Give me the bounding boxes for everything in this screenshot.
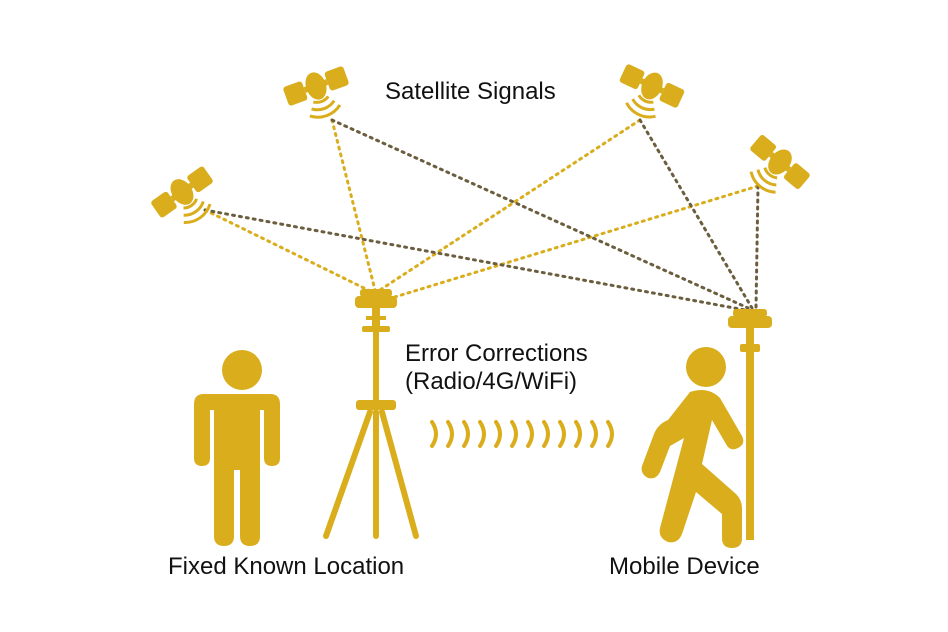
signal-line — [378, 118, 642, 292]
satellite-icon — [279, 60, 359, 129]
tripod-head — [356, 400, 396, 410]
tripod-icon — [323, 329, 419, 539]
radio-waves-icon — [430, 420, 614, 448]
signal-line — [383, 184, 760, 302]
signal-line — [638, 118, 754, 310]
signal-line — [330, 118, 377, 292]
signals-to-rover — [203, 118, 760, 312]
error-corrections-title: Error Corrections — [405, 340, 588, 367]
mobile-device-label: Mobile Device — [609, 553, 760, 580]
error-corrections-label: Error Corrections (Radio/4G/WiFi) — [405, 340, 588, 396]
survey-pole — [746, 348, 754, 540]
rover-receiver-icon — [728, 309, 772, 352]
signal-line — [203, 208, 747, 312]
satellite-icon — [733, 129, 816, 209]
signal-line — [754, 184, 760, 310]
signals-to-base — [203, 118, 760, 302]
fixed-known-location-label: Fixed Known Location — [168, 553, 405, 580]
error-corrections-channels: (Radio/4G/WiFi) — [405, 368, 578, 395]
satellite-icon — [146, 160, 228, 238]
person-standing-icon — [194, 350, 280, 546]
signal-line — [203, 208, 374, 294]
signal-line — [330, 118, 750, 310]
base-receiver-icon — [355, 289, 397, 332]
satellite-icon — [608, 58, 689, 130]
person-walking-icon — [641, 347, 744, 548]
satellite-signals-label: Satellite Signals — [385, 78, 556, 105]
